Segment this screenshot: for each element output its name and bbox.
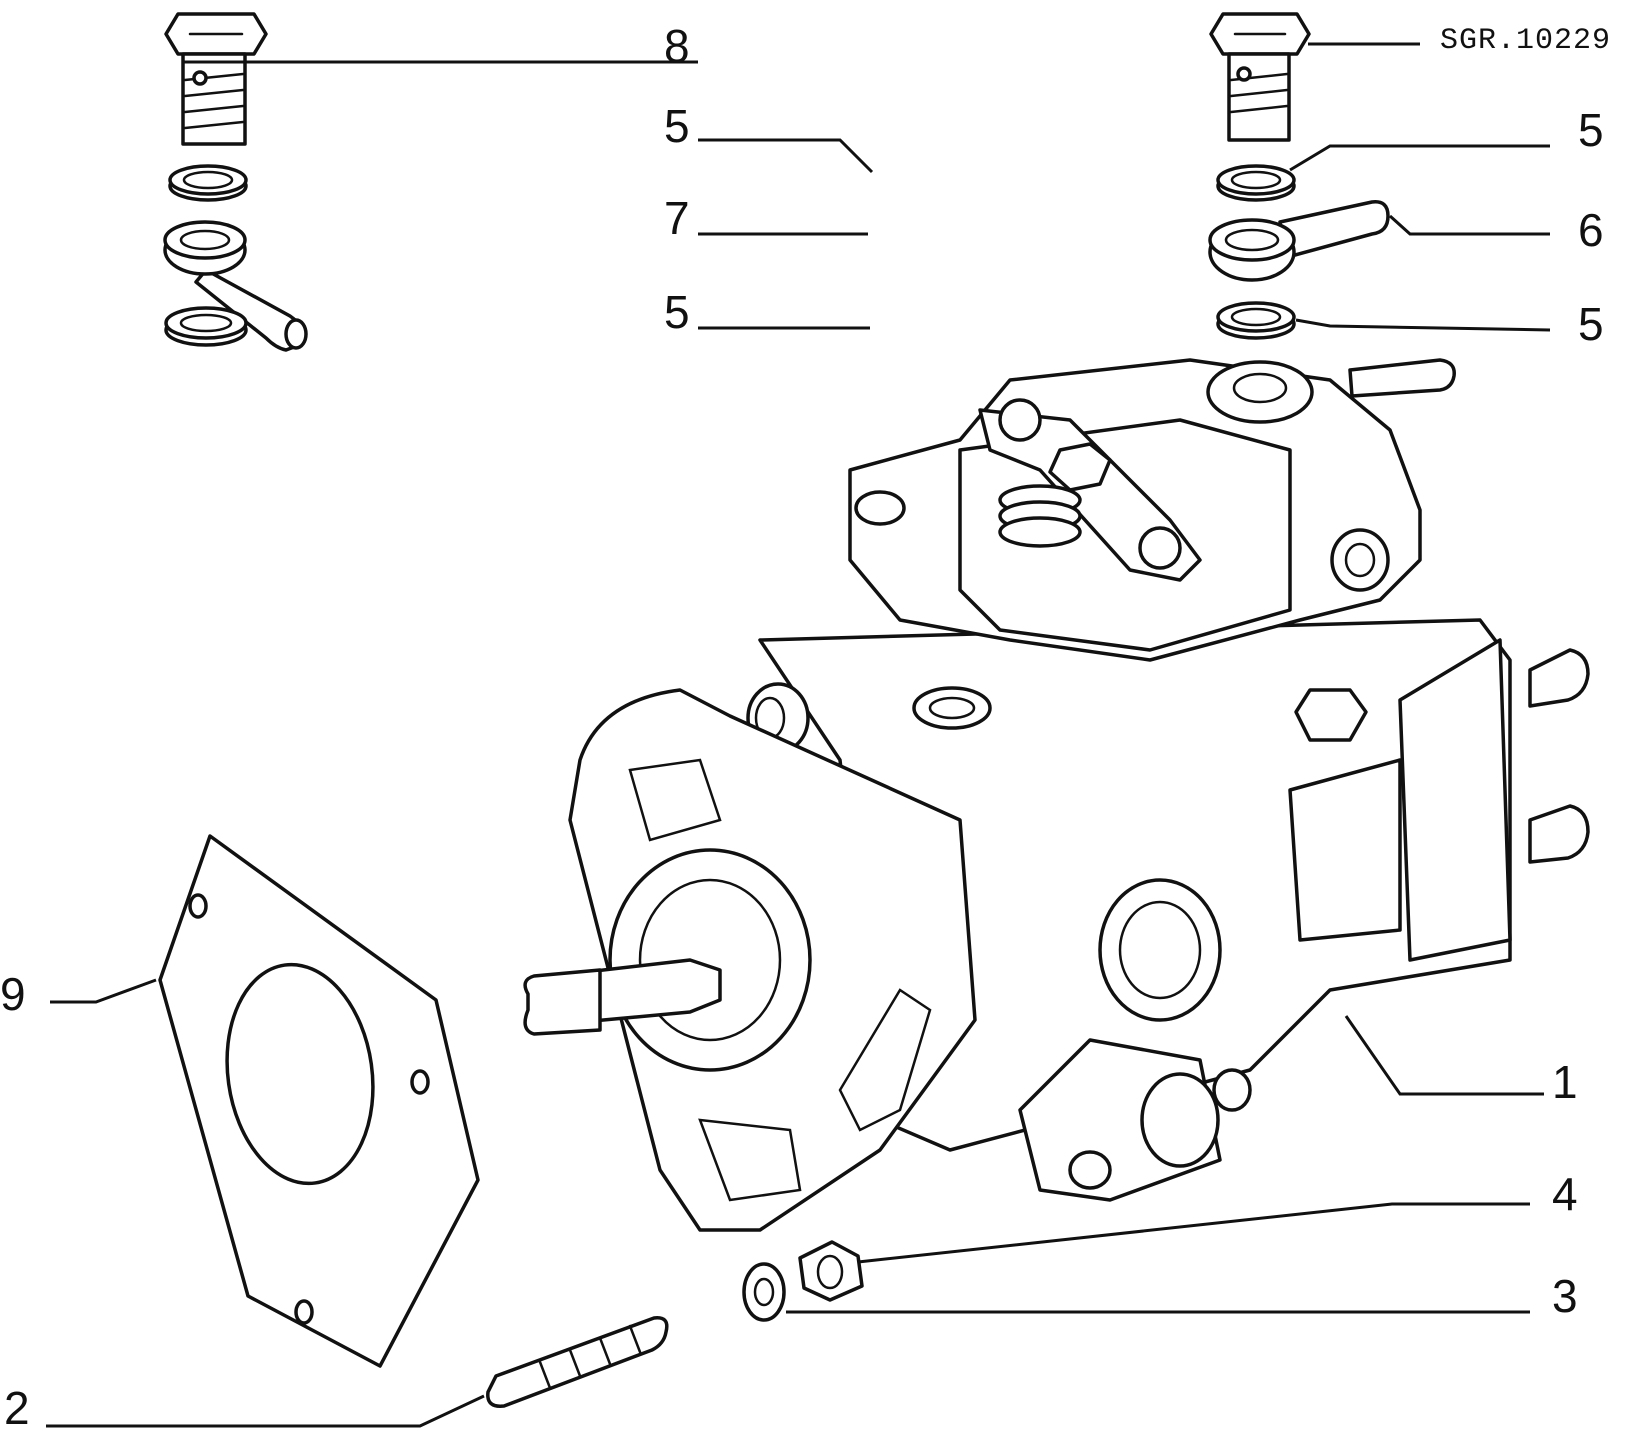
sealing-washer-right-upper: [1216, 164, 1296, 202]
callout-5-left-upper: 5: [664, 100, 690, 152]
callout-5-left-lower: 5: [664, 286, 690, 338]
callout-2: 2: [4, 1382, 30, 1431]
reference-code: SGR.10229: [1440, 24, 1611, 58]
callout-5-right-lower: 5: [1578, 298, 1604, 350]
callouts: 8 5 7 5 5 6 5 9 1 4 3 2: [0, 20, 1604, 1431]
callout-5-right-upper: 5: [1578, 104, 1604, 156]
sealing-washer-left-upper: [168, 164, 248, 202]
banjo-fitting-left: [163, 220, 308, 352]
callout-1: 1: [1552, 1056, 1578, 1108]
callout-3: 3: [1552, 1270, 1578, 1322]
flange-gasket: [158, 834, 480, 1368]
callout-8: 8: [664, 20, 690, 72]
pump-drive-flange: [523, 688, 977, 1232]
callout-4: 4: [1552, 1168, 1578, 1220]
advance-device: [1018, 1038, 1252, 1202]
stud-bolt: [486, 1316, 669, 1408]
hex-nut: [798, 1240, 864, 1302]
callout-6: 6: [1578, 204, 1604, 256]
leader-lines: [46, 42, 1551, 1428]
callout-9: 9: [0, 968, 26, 1020]
sealing-washer-right-lower: [1216, 301, 1296, 340]
sealing-washer-left-lower: [164, 306, 248, 347]
callout-7: 7: [664, 192, 690, 244]
banjo-fitting-right: [1208, 200, 1390, 282]
washer-small: [742, 1262, 786, 1322]
banjo-bolt-left: [164, 12, 268, 146]
banjo-bolt-right: [1209, 12, 1311, 142]
